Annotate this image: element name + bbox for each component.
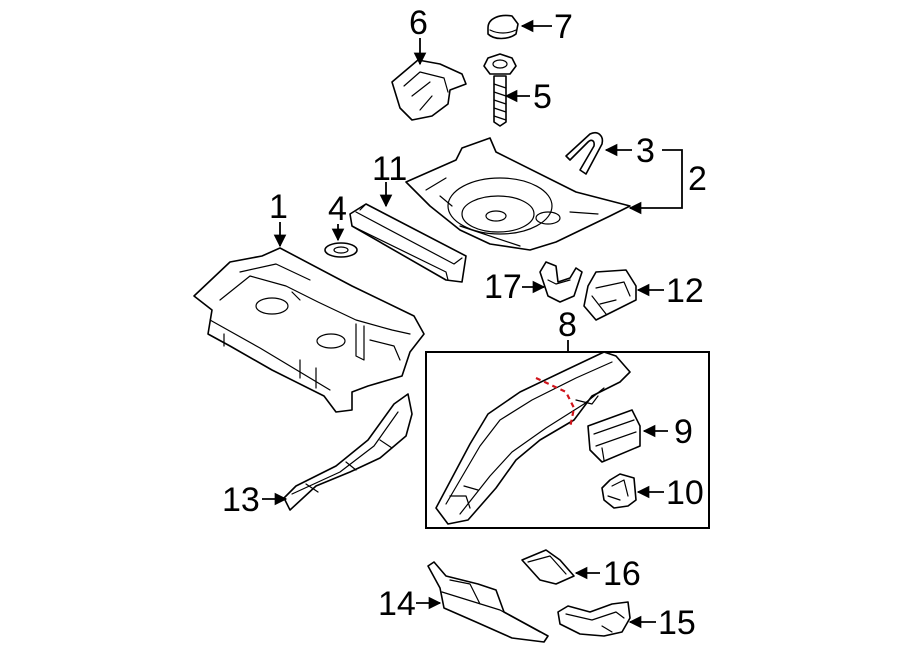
part-9-reinforcement: [587, 409, 641, 463]
callout-17: 17: [484, 268, 522, 306]
callout-3: 3: [636, 132, 655, 170]
callout-8: 8: [558, 306, 577, 344]
part-14-underbody-shield: [427, 561, 549, 643]
callout-13: 13: [222, 481, 260, 519]
part-5-bolt: [483, 53, 517, 127]
callout-4: 4: [328, 190, 347, 228]
part-8-frame-rail: [435, 351, 631, 525]
part-1-rear-floor-pan: [193, 247, 425, 413]
part-6-shield: [391, 59, 467, 121]
callout-5: 5: [533, 78, 552, 116]
callout-14: 14: [378, 585, 416, 623]
part-17-bracket: [539, 261, 583, 303]
callout-12: 12: [666, 272, 704, 310]
callout-numbers: 1 4 11 6 7 5 3 2 17 12 8 9 10 13 14 16 1…: [222, 4, 707, 642]
part-12-bracket: [583, 269, 637, 321]
callout-7: 7: [554, 8, 573, 46]
part-2-spare-tire-well: [405, 137, 631, 251]
part-11-crossmember: [349, 203, 467, 283]
part-15-shield: [557, 601, 631, 637]
callout-10: 10: [666, 474, 704, 512]
part-3-hook: [565, 131, 604, 175]
callout-2: 2: [688, 160, 707, 198]
callout-1: 1: [269, 188, 288, 226]
part-4-plug: [324, 242, 358, 258]
leader-lines: [262, 19, 683, 629]
part-7-cap: [487, 14, 519, 40]
part-16-bracket: [521, 549, 575, 585]
callout-15: 15: [658, 604, 696, 642]
bracket-2: [662, 149, 683, 209]
callout-11: 11: [372, 150, 407, 188]
callout-16: 16: [603, 555, 641, 593]
part-10-bracket: [601, 473, 637, 509]
callout-9: 9: [674, 413, 693, 451]
callout-6: 6: [409, 4, 428, 42]
part-13-rail-extension: [283, 393, 413, 511]
